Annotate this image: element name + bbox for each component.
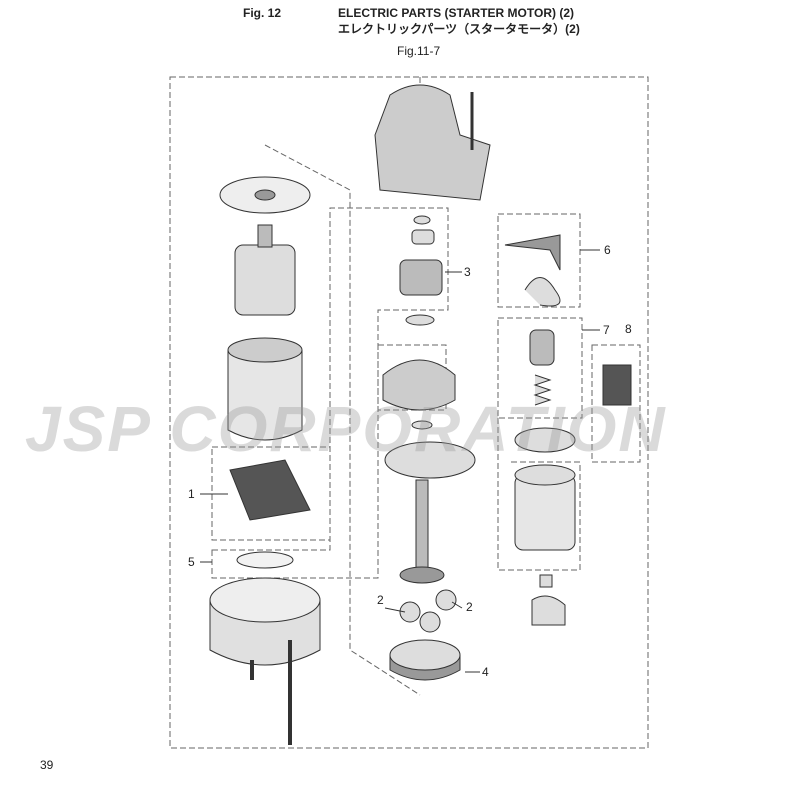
callout-4: 4 bbox=[482, 665, 489, 679]
diagram-title: ELECTRIC PARTS (STARTER MOTOR) (2) bbox=[338, 6, 574, 20]
callout-3: 3 bbox=[464, 265, 471, 279]
callout-8: 8 bbox=[625, 322, 632, 336]
figure-number: Fig. 12 bbox=[243, 6, 282, 20]
page-number: 39 bbox=[40, 758, 54, 772]
leader-lines bbox=[200, 249, 600, 673]
callout-2: 2 bbox=[377, 593, 384, 607]
callout-7: 7 bbox=[603, 323, 610, 337]
callout-2-second: 2 bbox=[466, 600, 473, 614]
drive-parts bbox=[374, 84, 491, 681]
callout-5: 5 bbox=[188, 555, 195, 569]
callout-6: 6 bbox=[604, 243, 611, 257]
diagram-title-japanese: エレクトリックパーツ（スタータモータ）(2) bbox=[338, 22, 580, 36]
solenoid-parts bbox=[504, 234, 632, 626]
callout-1: 1 bbox=[188, 487, 195, 501]
figure-reference: Fig.11-7 bbox=[397, 44, 441, 58]
armature-parts bbox=[209, 176, 321, 745]
watermark: JSP CORPORATION bbox=[25, 393, 667, 465]
